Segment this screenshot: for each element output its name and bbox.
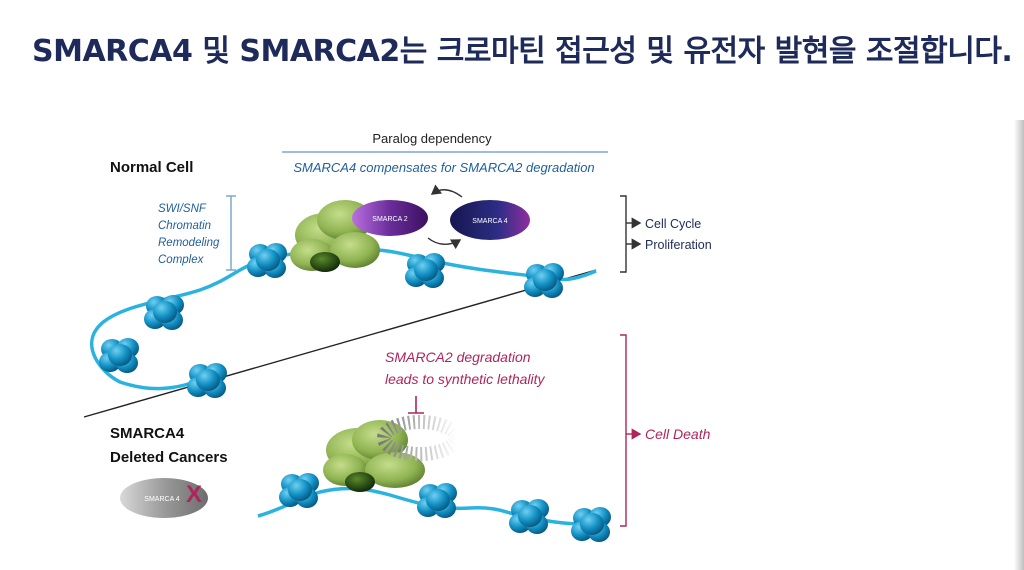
- swisnf-bracket: [226, 195, 236, 271]
- nucleosome-icon: [279, 473, 319, 508]
- swisnf-complex-icon: [290, 200, 380, 272]
- paralog-heading: Paralog dependency: [372, 131, 492, 146]
- smarca4-deleted-line-2: Deleted Cancers: [110, 449, 228, 466]
- slide-title: SMARCA4 및 SMARCA2는 크로마틴 접근성 및 유전자 발현을 조절…: [32, 34, 1013, 69]
- outcome-bracket-normal: [620, 195, 627, 273]
- deleted-x-icon: X: [186, 481, 202, 508]
- outcome-cell-cycle: Cell Cycle: [645, 217, 701, 231]
- svg-text:SMARCA 4: SMARCA 4: [144, 496, 180, 503]
- smarca4-blob: SMARCA 4: [450, 200, 530, 240]
- nucleosome-icon: [405, 253, 445, 288]
- swisnf-line-3: Remodeling: [158, 237, 220, 249]
- swisnf-line-4: Complex: [158, 254, 205, 266]
- nucleosome-icon: [417, 483, 457, 518]
- nucleosome-icon: [571, 507, 611, 542]
- inhibition-icon: [408, 396, 424, 414]
- nucleosome-icon: [509, 499, 549, 534]
- smarca4-deleted-line-1: SMARCA4: [110, 425, 185, 442]
- outcome-cell-death: Cell Death: [645, 426, 711, 442]
- exchange-arrow-icon: [427, 237, 462, 250]
- smarca2-blob: SMARCA 2: [352, 200, 428, 236]
- swisnf-complex-icon: [323, 420, 425, 492]
- smarca4-deleted-blob: SMARCA 4: [120, 478, 208, 518]
- nucleosome-icon: [99, 338, 139, 373]
- nucleosome-icon: [187, 363, 227, 398]
- degradation-note-line-1: SMARCA2 degradation: [385, 349, 531, 365]
- svg-text:SMARCA 4: SMARCA 4: [472, 218, 508, 225]
- swisnf-line-1: SWI/SNF: [158, 203, 207, 215]
- edge-shadow: [1014, 120, 1024, 570]
- normal-cell-label: Normal Cell: [110, 159, 193, 176]
- degradation-note-line-2: leads to synthetic lethality: [385, 371, 546, 387]
- exchange-arrow-icon: [430, 184, 463, 198]
- nucleosome-icon: [524, 263, 564, 298]
- svg-text:SMARCA 2: SMARCA 2: [372, 216, 408, 223]
- paralog-subheading: SMARCA4 compensates for SMARCA2 degradat…: [293, 160, 594, 175]
- swisnf-line-2: Chromatin: [158, 220, 211, 232]
- outcome-bracket-cancer: [620, 334, 627, 527]
- outcome-proliferation: Proliferation: [645, 238, 712, 252]
- degraded-smarca2-icon: [377, 415, 463, 461]
- nucleosome-icon: [247, 243, 287, 278]
- diagonal-separator: [83, 269, 597, 418]
- nucleosome-icon: [144, 295, 184, 330]
